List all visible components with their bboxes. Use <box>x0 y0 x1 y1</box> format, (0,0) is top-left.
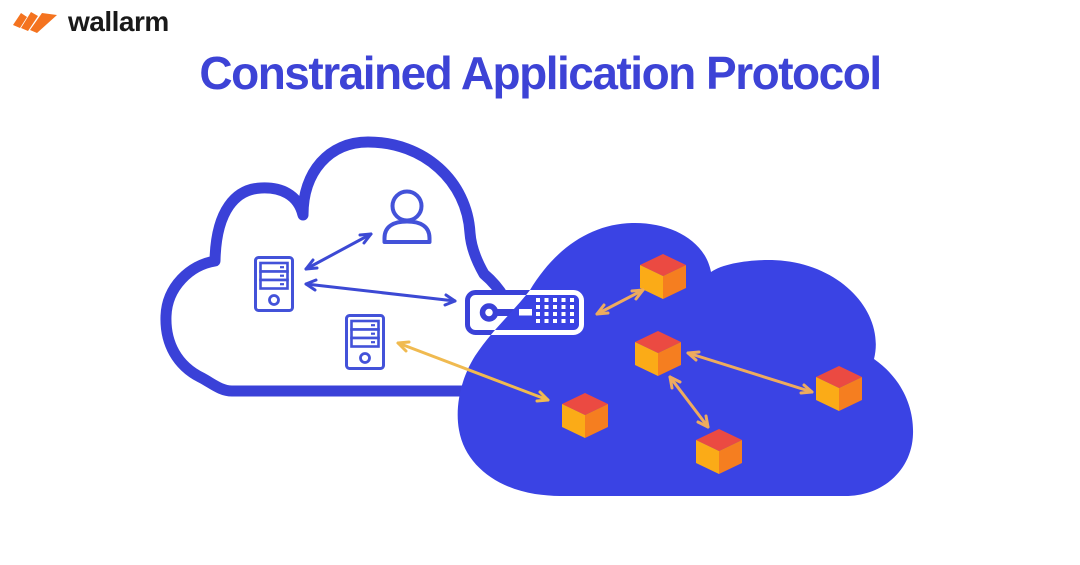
gateway-keypad-dots <box>536 298 574 323</box>
arrow-server-gateway <box>304 278 457 307</box>
coap-gateway-device-icon <box>465 290 584 335</box>
client-network-cloud <box>160 136 522 397</box>
wallarm-logo-icon <box>13 12 57 33</box>
iot-network-cloud <box>457 222 914 496</box>
user-icon <box>382 189 432 244</box>
arrow-node2-node5 <box>668 375 710 429</box>
page-title: Constrained Application Protocol <box>199 47 882 99</box>
server-tower-icon-2 <box>345 314 385 370</box>
wallarm-logo-text: wallarm <box>68 6 169 37</box>
arrow-server2-node4 <box>396 340 550 403</box>
server-tower-icon-1 <box>254 256 294 312</box>
arrow-server-user <box>304 232 373 271</box>
arrow-gateway-node1 <box>595 288 645 316</box>
brand-header: wallarm <box>12 8 169 38</box>
arrow-node2-node3 <box>686 350 814 395</box>
gateway-key-shaft <box>519 309 532 316</box>
